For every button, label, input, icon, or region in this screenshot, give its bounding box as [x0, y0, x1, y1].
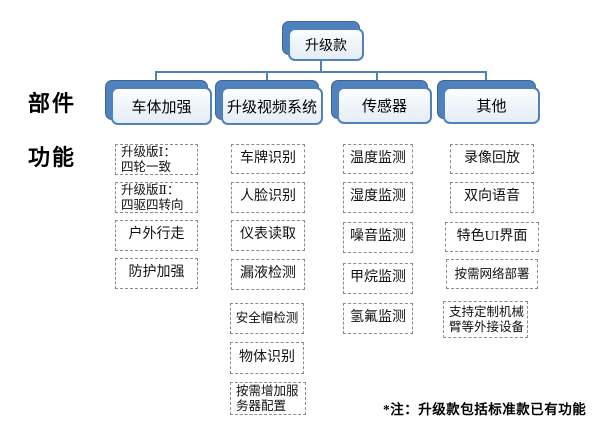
- branch-node-video-label: 升级视频系统: [226, 99, 317, 116]
- feature-box: 仪表读取: [231, 220, 305, 251]
- root-node: 升级款: [288, 28, 364, 61]
- row-label-functions: 功能: [28, 145, 77, 170]
- feature-box: 车牌识别: [231, 144, 305, 174]
- branch-node-other-label: 其他: [476, 99, 507, 115]
- feature-box: 温度监测: [343, 144, 413, 174]
- feature-box: 按需增加服 务器配置: [230, 382, 306, 415]
- feature-box: 物体识别: [230, 342, 304, 374]
- feature-box: 支持定制机械 臂等外接设备: [443, 301, 528, 338]
- branch-node-body-label: 车体加强: [131, 99, 192, 116]
- connector-drop-3: [376, 71, 378, 85]
- feature-box: 录像回放: [450, 144, 534, 174]
- row-label-components: 部件: [28, 91, 77, 116]
- branch-node-sensor: 传感器: [337, 87, 432, 124]
- feature-box: 防护加强: [115, 258, 198, 289]
- feature-box: 甲烷监测: [343, 263, 413, 294]
- feature-box: 升级版Ⅰ： 四轮一致: [115, 144, 198, 175]
- feature-box: 户外行走: [115, 220, 198, 251]
- footnote: *注：升级款包括标准款已有功能: [383, 402, 587, 417]
- connector-root-stub: [320, 60, 322, 73]
- connector-drop-1: [155, 71, 157, 85]
- feature-box: 氢氟监测: [343, 303, 413, 334]
- branch-node-video: 升级视频系统: [221, 87, 323, 125]
- connector-drop-4: [485, 71, 487, 85]
- feature-box: 安全帽检测: [230, 303, 304, 334]
- feature-box: 双向语音: [450, 182, 534, 213]
- feature-box: 湿度监测: [343, 182, 413, 213]
- feature-box: 漏液检测: [231, 259, 305, 290]
- branch-node-body: 车体加强: [111, 87, 212, 125]
- connector-drop-2: [266, 71, 268, 85]
- root-node-label: 升级款: [305, 38, 347, 54]
- feature-box: 按需网络部署: [446, 259, 538, 289]
- feature-box: 人脸识别: [231, 182, 305, 213]
- feature-box: 特色UI界面: [445, 222, 539, 252]
- branch-node-sensor-label: 传感器: [361, 99, 407, 115]
- branch-node-other: 其他: [443, 87, 540, 124]
- feature-box: 噪音监测: [343, 222, 413, 253]
- connector-horizontal: [155, 71, 487, 73]
- feature-box: 升级版Ⅱ： 四驱四转向: [115, 182, 198, 213]
